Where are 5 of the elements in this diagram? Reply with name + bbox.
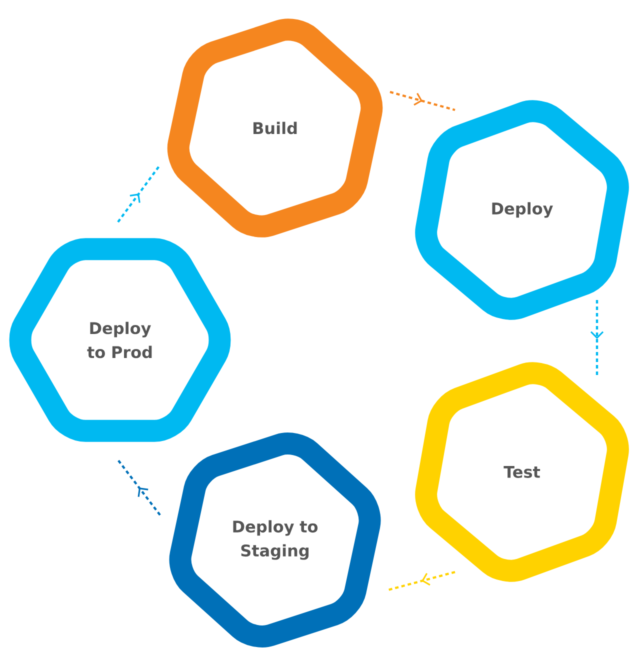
hexagon-box: Deploy to Prod <box>9 238 231 442</box>
hexagon-box: Deploy <box>415 100 629 320</box>
hexagon-box: Build <box>167 18 383 238</box>
hexagon-box: Deploy to Staging <box>169 432 381 648</box>
hexagon-box: Test <box>415 362 629 582</box>
